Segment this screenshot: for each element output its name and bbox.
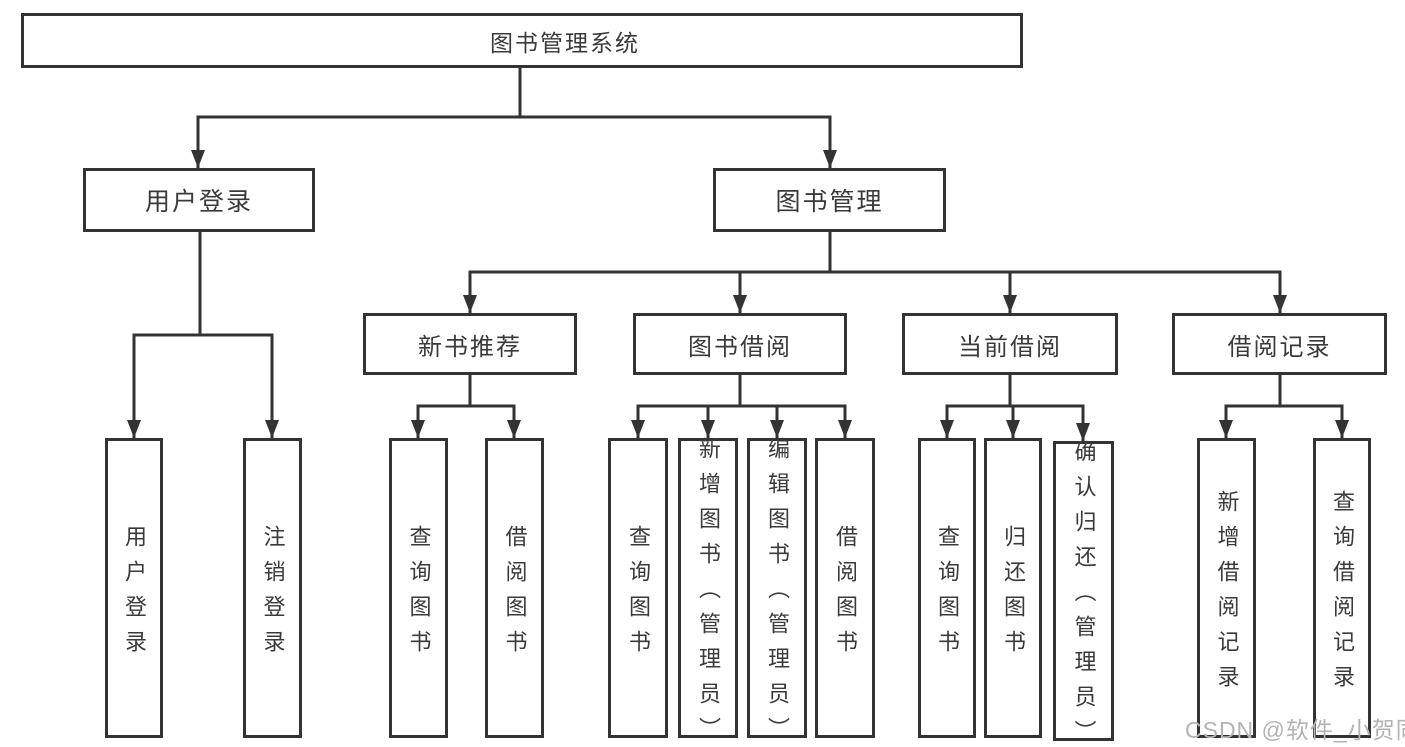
node-label: 用户登录: [122, 524, 147, 665]
node-current-borrowing: 当前借阅: [902, 313, 1118, 375]
leaf-add-borrow-record: 新增借阅记录: [1197, 438, 1256, 738]
node-label: 用户登录: [144, 188, 253, 216]
csdn-watermark: CSDN @软件_小贺同学: [1185, 717, 1405, 743]
leaf-query-books-recommend: 查询图书: [389, 438, 448, 738]
leaf-query-borrow-record: 查询借阅记录: [1313, 438, 1371, 738]
node-label: 查询借阅记录: [1330, 489, 1355, 700]
leaf-query-books-current: 查询图书: [918, 438, 976, 738]
node-user-login: 用户登录: [83, 168, 315, 232]
node-system-root: 图书管理系统: [21, 13, 1023, 68]
node-label: 新书推荐: [418, 333, 522, 361]
node-label: 图书管理: [775, 188, 884, 216]
node-label: 借阅图书: [833, 524, 858, 665]
node-label: 新增图书（管理员）: [696, 437, 721, 747]
node-new-book-recommend: 新书推荐: [363, 313, 577, 375]
node-label: 图书管理系统: [490, 29, 640, 56]
leaf-confirm-return-admin: 确认归还（管理员）: [1053, 440, 1114, 747]
node-label: 图书借阅: [688, 333, 792, 361]
leaf-return-books: 归还图书: [984, 438, 1042, 738]
leaf-edit-book-admin: 编辑图书（管理员）: [747, 437, 807, 747]
arrowhead-icons: [127, 150, 1349, 441]
leaf-user-login: 用户登录: [105, 438, 163, 738]
leaf-borrow-books-borrowing: 借阅图书: [815, 438, 875, 738]
leaf-query-books-borrowing: 查询图书: [608, 438, 668, 738]
node-borrowing-records: 借阅记录: [1172, 313, 1387, 375]
node-label: 查询图书: [626, 524, 651, 665]
node-label: 借阅记录: [1227, 333, 1332, 361]
node-label: 确认归还（管理员）: [1071, 440, 1097, 747]
node-label: 编辑图书（管理员）: [765, 437, 790, 747]
leaf-add-book-admin: 新增图书（管理员）: [678, 437, 738, 747]
node-book-borrowing: 图书借阅: [633, 313, 847, 375]
node-label: 注销登录: [260, 524, 286, 665]
leaf-borrow-books-recommend: 借阅图书: [485, 438, 544, 738]
node-label: 查询图书: [406, 524, 432, 665]
leaf-logout: 注销登录: [243, 438, 302, 738]
node-label: 当前借阅: [958, 333, 1062, 361]
node-label: 查询图书: [935, 524, 960, 665]
node-label: 借阅图书: [502, 524, 528, 665]
node-label: 新增借阅记录: [1214, 489, 1240, 700]
node-label: 归还图书: [1001, 524, 1026, 665]
node-book-management: 图书管理: [713, 168, 946, 232]
